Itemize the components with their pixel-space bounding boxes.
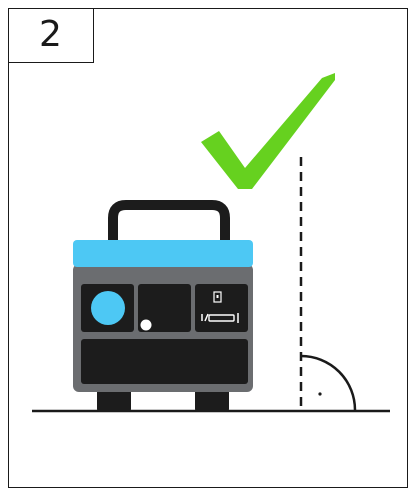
checkmark-icon bbox=[201, 73, 335, 189]
right-angle-dot bbox=[318, 392, 321, 395]
generator-lower-panel bbox=[81, 339, 248, 384]
right-angle-icon bbox=[301, 356, 355, 410]
generator-fuel-cap bbox=[91, 291, 125, 325]
portable-generator-icon bbox=[73, 205, 253, 412]
generator-top-band bbox=[73, 240, 253, 267]
generator-knob bbox=[141, 320, 152, 331]
generator-handle bbox=[113, 205, 225, 244]
generator-control-panel bbox=[195, 284, 248, 332]
generator-outlet-slot bbox=[217, 295, 219, 298]
